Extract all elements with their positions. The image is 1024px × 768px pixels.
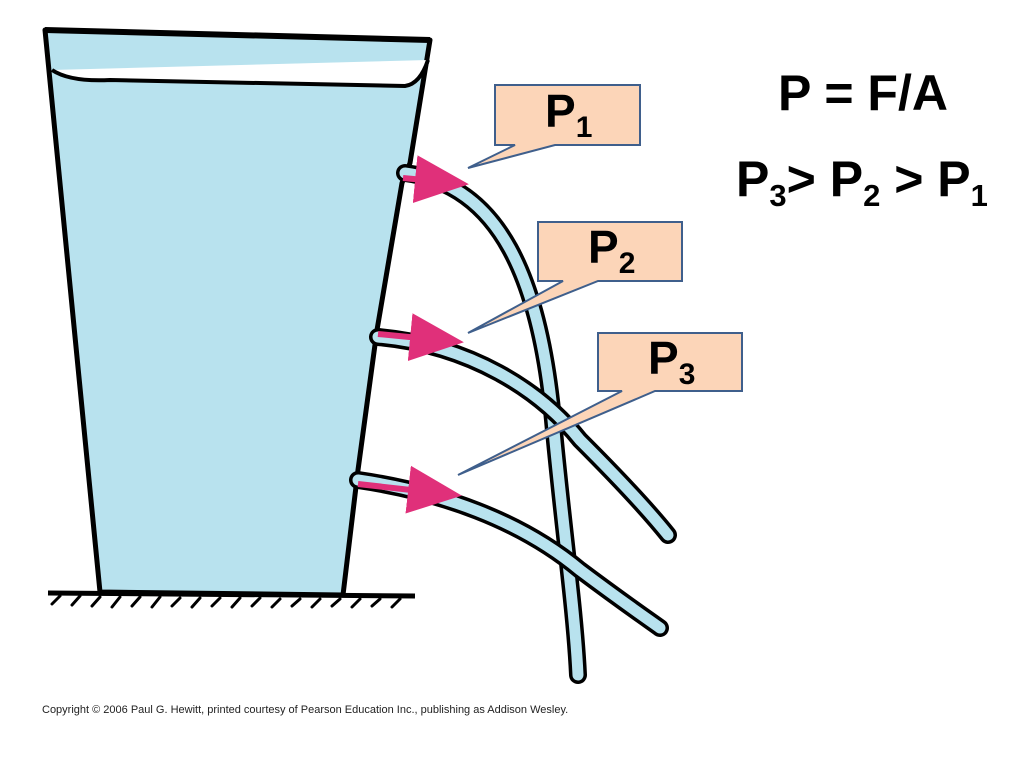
- container-rim: [44, 27, 431, 43]
- callout-p3: P3: [457, 332, 743, 476]
- formula-pressure-order: P3> P2 > P1: [736, 151, 988, 213]
- ground: [47, 590, 416, 609]
- pressure-arrow-middle: [377, 313, 464, 361]
- water-container: [42, 27, 433, 598]
- callout-p1: P1: [467, 84, 641, 169]
- ground-line: [47, 590, 416, 599]
- callout-p2-label: P2: [588, 221, 635, 280]
- copyright-notice: Copyright © 2006 Paul G. Hewitt, printed…: [42, 704, 569, 716]
- callout-p3-label: P3: [648, 332, 695, 391]
- formula-pressure: P = F/A: [778, 65, 948, 121]
- pressure-arrow-top: [402, 155, 469, 204]
- pressure-arrows: [357, 155, 469, 514]
- ground-hatching: [50, 594, 402, 609]
- stream-bottom: [349, 471, 669, 637]
- callout-p2: P2: [467, 221, 683, 334]
- water-surface: [50, 59, 430, 89]
- callout-p1-label: P1: [545, 85, 592, 144]
- container-body: [42, 27, 433, 598]
- pressure-arrow-bottom: [357, 465, 462, 514]
